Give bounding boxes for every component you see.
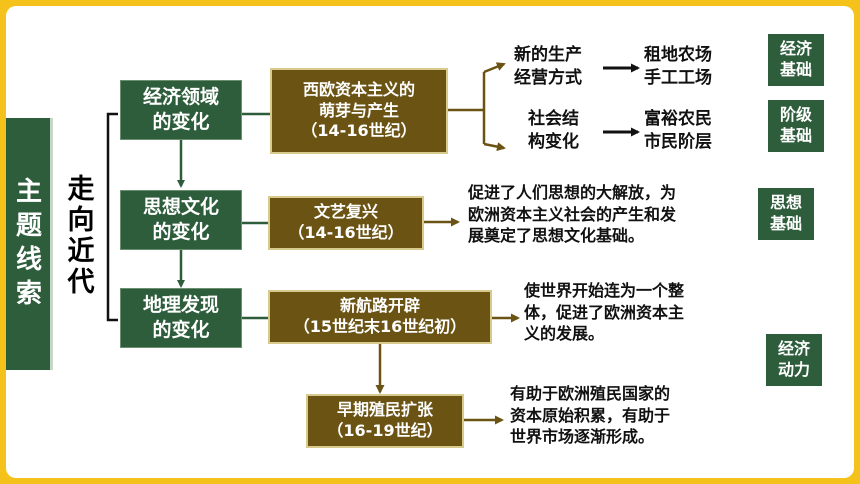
detail-social-structure: 社会结 构变化 (528, 109, 579, 152)
branch-thought: 思想文化 的变化 (120, 190, 242, 250)
event-colonial-label: 早期殖民扩张 （16-19世纪） (327, 400, 443, 440)
diagram-canvas: 主题线索 走向近代 经济领域 的变化 思想文化 的变化 地理发现 的变化 西欧资… (6, 6, 854, 478)
branch-economy: 经济领域 的变化 (120, 80, 242, 140)
branch-geography: 地理发现 的变化 (120, 288, 242, 348)
event-new-route: 新航路开辟 （15世纪末16世纪初） (268, 290, 492, 344)
theme-bar: 主题线索 (6, 118, 53, 370)
tag-economic-power-label: 经济 动力 (777, 339, 810, 379)
event-colonial: 早期殖民扩张 （16-19世纪） (306, 394, 464, 448)
tag-economic-base-label: 经济 基础 (779, 39, 812, 79)
tag-thought-base-label: 思想 基础 (769, 193, 802, 233)
tag-economic-base: 经济 基础 (768, 34, 824, 86)
event-new-route-label: 新航路开辟 （15世纪末16世纪初） (293, 296, 467, 336)
fork-arrow-top (483, 62, 506, 74)
event-renaissance: 文艺复兴 （14-16世纪） (268, 196, 424, 250)
root-bracket (106, 112, 118, 322)
branch-geography-label: 地理发现 的变化 (142, 294, 219, 341)
connector-lines (106, 62, 640, 425)
tag-class-base-label: 阶级 基础 (779, 105, 812, 145)
effect-new-route: 使世界开始连为一个整 体，促进了欧洲资本主 义的发展。 (524, 281, 685, 344)
tag-economic-power: 经济 动力 (766, 334, 822, 386)
detail-social-result: 富裕农民 市民阶层 (644, 109, 712, 152)
tag-class-base: 阶级 基础 (768, 100, 824, 152)
fork-arrow-bottom (483, 142, 506, 152)
theme-label: 主题线索 (16, 177, 43, 309)
event-renaissance-label: 文艺复兴 （14-16世纪） (288, 202, 404, 242)
event-capitalism-label: 西欧资本主义的 萌芽与产生 （14-16世纪） (301, 79, 417, 141)
branch-thought-label: 思想文化 的变化 (142, 196, 219, 243)
event-capitalism: 西欧资本主义的 萌芽与产生 （14-16世纪） (270, 68, 448, 154)
tag-thought-base: 思想 基础 (758, 188, 814, 240)
effect-renaissance: 促进了人们思想的大解放，为 欧洲资本主义社会的产生和发 展奠定了思想文化基础。 (468, 183, 677, 246)
detail-production-mode: 新的生产 经营方式 (514, 45, 582, 88)
detail-production-result: 租地农场 手工工场 (644, 45, 712, 88)
effect-colonial: 有助于欧洲殖民国家的 资本原始积累，有助于 世界市场逐渐形成。 (510, 384, 671, 447)
root-label: 走向近代 (67, 174, 95, 299)
branch-economy-label: 经济领域 的变化 (142, 86, 219, 133)
